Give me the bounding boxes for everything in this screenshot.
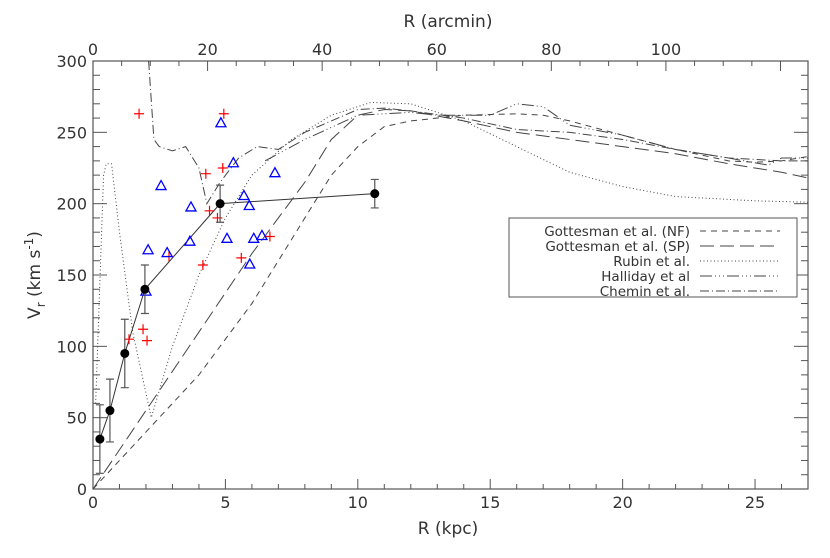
data-point xyxy=(215,199,225,209)
y-tick-label: 250 xyxy=(56,123,87,142)
blue-triangle-point xyxy=(161,246,174,258)
red-cross-point xyxy=(218,108,229,119)
data-point xyxy=(140,284,150,294)
y-tick-label: 300 xyxy=(56,52,87,71)
blue-triangle-point xyxy=(220,231,234,243)
red-cross-point xyxy=(138,324,149,335)
curve-2 xyxy=(95,101,809,418)
blue-triangle-point xyxy=(184,200,198,212)
y-tick-label: 150 xyxy=(56,266,87,285)
red-cross-point xyxy=(264,231,275,242)
curve-4 xyxy=(148,60,808,205)
x-axis-label: R (kpc) xyxy=(418,519,478,539)
x2-tick-label: 0 xyxy=(88,40,98,59)
legend-label: Halliday et al xyxy=(601,269,690,285)
y-tick-label: 50 xyxy=(67,409,87,428)
curve-3 xyxy=(264,103,808,166)
x2-tick-label: 40 xyxy=(312,40,332,59)
data-point xyxy=(95,434,105,444)
model-curves xyxy=(92,60,809,490)
x-tick-label: 20 xyxy=(612,493,632,512)
blue-triangle-point xyxy=(237,189,251,201)
blue-triangle-point xyxy=(154,179,168,191)
blue-triangle-point xyxy=(141,243,155,255)
blue-triangle-point xyxy=(243,257,256,269)
red-cross-point xyxy=(236,252,247,263)
curve-1 xyxy=(92,109,809,490)
x-tick-label: 0 xyxy=(88,493,98,512)
y-tick-label: 200 xyxy=(56,195,87,214)
red-cross-point xyxy=(200,168,211,179)
data-point xyxy=(370,189,380,199)
legend-label: Chemin et al. xyxy=(600,284,690,300)
legend-label: Gottesman et al. (NF) xyxy=(544,224,690,240)
x-tick-label: 5 xyxy=(220,493,230,512)
x2-axis-label: R (arcmin) xyxy=(404,12,493,32)
blue-triangle-point xyxy=(247,231,260,243)
blue-triangle-point xyxy=(268,166,282,178)
legend-label: Gottesman et al. (SP) xyxy=(545,239,690,255)
x-tick-label: 10 xyxy=(348,493,368,512)
red-cross-point xyxy=(142,335,153,346)
red-cross-point xyxy=(134,108,145,119)
x-tick-label: 15 xyxy=(480,493,500,512)
blue-triangle-point xyxy=(214,116,228,128)
blue-triangle-point xyxy=(227,156,240,168)
blue-triangle-point xyxy=(255,229,269,241)
x-tick-label: 25 xyxy=(745,493,765,512)
data-marks xyxy=(95,108,380,474)
data-point xyxy=(120,348,130,358)
blue-triangle-point xyxy=(243,199,256,211)
data-point xyxy=(105,406,115,416)
y-tick-label: 100 xyxy=(56,337,87,356)
connecting-line xyxy=(99,193,375,440)
x2-tick-label: 20 xyxy=(197,40,217,59)
y-tick-label: 0 xyxy=(77,480,87,499)
curve-0 xyxy=(92,113,809,490)
red-cross-point xyxy=(124,334,135,345)
blue-triangle-point xyxy=(183,234,197,246)
red-cross-point xyxy=(212,212,223,223)
x2-tick-label: 60 xyxy=(427,40,447,59)
red-cross-point xyxy=(204,205,215,216)
x2-tick-label: 100 xyxy=(651,40,682,59)
legend-label: Rubin et al. xyxy=(613,254,690,270)
legend: Gottesman et al. (NF)Gottesman et al. (S… xyxy=(508,217,798,300)
red-cross-point xyxy=(197,260,208,271)
x2-tick-label: 80 xyxy=(541,40,561,59)
y-axis-label: Vr (km s-1) xyxy=(22,231,48,319)
red-cross-point xyxy=(217,163,228,173)
